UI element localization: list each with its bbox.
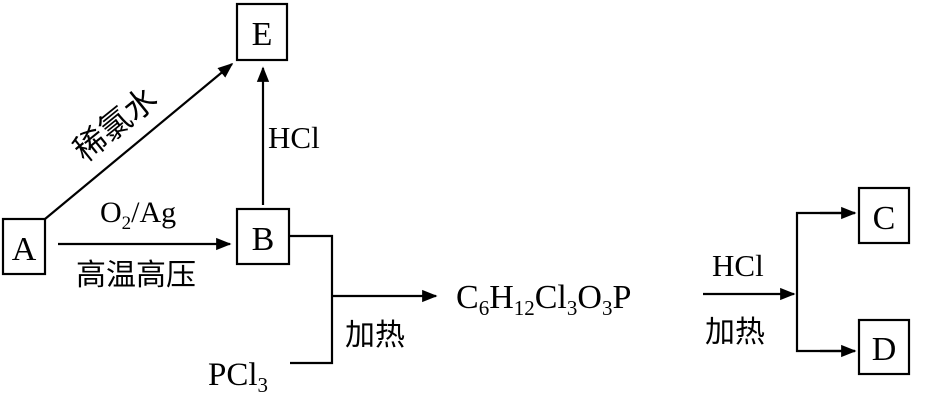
node-a-label: A — [12, 231, 37, 268]
split-bracket — [795, 211, 855, 353]
label-split-bottom: 加热 — [705, 315, 765, 350]
label-a-to-b-top: O2/Ag — [100, 196, 176, 234]
node-c: C — [857, 186, 911, 245]
label-combine: 加热 — [345, 318, 405, 353]
label-a-to-e: 稀氯水 — [66, 79, 165, 169]
node-e-label: E — [252, 16, 273, 53]
arrow-a-to-e — [44, 63, 234, 220]
node-d: D — [857, 318, 911, 376]
node-b: B — [235, 207, 291, 266]
label-split-top: HCl — [712, 248, 764, 283]
reagent-pcl3: PCl3 — [208, 357, 268, 397]
label-a-to-b-bottom: 高温高压 — [76, 258, 196, 293]
node-e: E — [235, 2, 289, 62]
combine-bracket — [289, 234, 334, 365]
node-c-label: C — [873, 200, 896, 237]
product-formula: C6H12Cl3O3P — [456, 279, 631, 320]
node-a: A — [1, 217, 47, 276]
node-d-label: D — [872, 331, 897, 368]
label-b-to-e: HCl — [268, 120, 320, 155]
node-b-label: B — [252, 221, 275, 258]
